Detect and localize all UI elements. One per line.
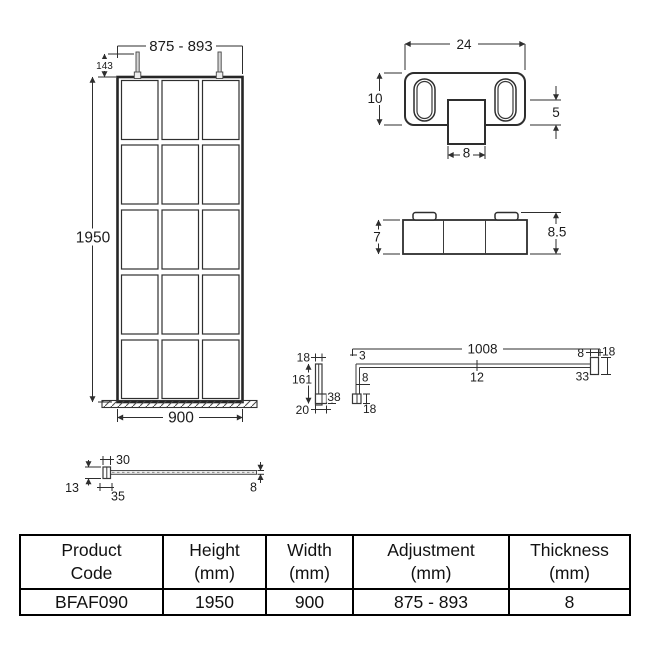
spec-table: Product Code Height (mm) Width (mm) Adju… (19, 534, 631, 616)
dim-end-width: 8 (577, 346, 603, 360)
dim-bar-mid: 12 (470, 360, 484, 385)
bracket-depth-label: 10 (367, 91, 382, 106)
drawing-canvas: 875 - 893 143 1950 900 (65, 36, 616, 504)
bar-mid-label: 12 (470, 371, 484, 385)
dim-end-height: 18 (601, 345, 616, 375)
header-product-code: Product Code (19, 534, 164, 590)
screw-slot-right (494, 78, 517, 122)
dim-side-body-height: 7 (369, 219, 400, 255)
dim-height: 1950 (75, 76, 112, 403)
clamp-depth-label: 13 (65, 481, 79, 495)
clamp-profile (102, 466, 112, 480)
header-product-code-line1: Product (61, 540, 122, 561)
bracket-tab-right (494, 211, 519, 221)
bracket-notch (447, 99, 486, 145)
header-adjustment-line2: (mm) (410, 563, 452, 583)
glass-grid (120, 79, 240, 400)
screw-slot-left (413, 78, 436, 122)
post-height-label: 161 (292, 373, 312, 387)
dim-end-inset: 33 (576, 370, 596, 384)
header-adjustment: Adjustment (mm) (352, 534, 510, 590)
width-label: 900 (168, 410, 194, 427)
support-arm-assembly: 18 161 38 20 (291, 341, 616, 417)
dim-adjustment-width: 875 - 893 (117, 37, 243, 74)
clamp-top-width-label: 30 (116, 453, 130, 467)
post-top-width-label: 18 (297, 351, 311, 365)
clamp-bottom-width-label: 35 (111, 490, 125, 504)
ceiling-pin-left (133, 51, 142, 79)
header-width-line2: (mm) (289, 563, 330, 583)
dim-bar-thickness: 3 (350, 349, 366, 363)
dim-post-top-width: 18 (297, 351, 326, 365)
notch-width-label: 8 (463, 146, 471, 161)
header-height: Height (mm) (162, 534, 267, 590)
bracket-side-body (402, 219, 528, 255)
adjustment-width-label: 875 - 893 (149, 38, 212, 55)
panel-plan-view: 30 13 35 8 (65, 453, 264, 504)
cell-thickness: 8 (508, 588, 631, 616)
side-overall-height-label: 8.5 (548, 225, 567, 240)
notch-drop-label: 5 (552, 105, 560, 120)
dim-clamp-top-width: 30 (100, 453, 130, 467)
dim-glass-thickness: 8 (250, 462, 264, 495)
end-width-label: 8 (577, 346, 584, 360)
wall-bracket-side-view: 7 8.5 (369, 211, 573, 255)
wall-post-profile (314, 363, 328, 406)
header-width: Width (mm) (265, 534, 354, 590)
height-label: 1950 (76, 230, 111, 247)
ceiling-pin-right (215, 51, 224, 79)
dim-clamp-depth: 13 (65, 460, 101, 495)
header-thickness-line1: Thickness (530, 540, 609, 561)
bracket-tab-left (412, 211, 437, 221)
cell-adjustment: 875 - 893 (352, 588, 510, 616)
post-foot-height-label: 38 (327, 390, 341, 404)
dim-post-foot-height: 38 (326, 390, 343, 404)
glass-thickness-label: 8 (250, 481, 257, 495)
header-product-code-line2: Code (70, 563, 113, 583)
header-width-line1: Width (287, 540, 332, 561)
dim-clamp-bottom-width: 35 (97, 483, 125, 504)
cell-width: 900 (265, 588, 354, 616)
dim-bracket-width: 24 (404, 36, 526, 70)
spec-table-header-row: Product Code Height (mm) Width (mm) Adju… (19, 534, 631, 590)
pin-height-label: 143 (96, 61, 113, 72)
dim-leg-foot-height: 18 (363, 393, 377, 416)
bracket-width-label: 24 (456, 37, 472, 52)
dim-notch-drop: 5 (530, 86, 561, 139)
header-height-line2: (mm) (194, 563, 235, 583)
dim-post-height: 161 (291, 363, 313, 404)
post-foot-width-label: 20 (296, 403, 310, 417)
wall-bracket-plan-view: 24 10 5 8 (365, 36, 561, 161)
leg-foot-height-label: 18 (363, 402, 377, 416)
dim-notch-width: 8 (447, 146, 486, 161)
dim-leg-width: 8 (356, 373, 370, 385)
dim-side-overall-height: 8.5 (521, 212, 573, 255)
dim-post-foot-width: 20 (296, 403, 331, 417)
dim-width: 900 (117, 409, 243, 427)
base-rail (101, 399, 258, 409)
leg-width-label: 8 (362, 373, 368, 385)
dim-bar-length: 1008 (352, 341, 601, 357)
cell-height: 1950 (162, 588, 267, 616)
side-body-height-label: 7 (373, 230, 381, 245)
header-thickness-line2: (mm) (549, 563, 590, 583)
bar-length-label: 1008 (467, 342, 497, 357)
end-height-label: 18 (602, 345, 616, 359)
bar-thickness-label: 3 (359, 349, 366, 363)
end-inset-label: 33 (576, 370, 590, 384)
dim-pin-height: 143 (94, 53, 134, 78)
front-elevation-view: 875 - 893 143 1950 900 (75, 37, 258, 427)
header-thickness: Thickness (mm) (508, 534, 631, 590)
header-adjustment-line1: Adjustment (387, 540, 475, 561)
cell-product-code: BFAF090 (19, 588, 164, 616)
dim-bracket-depth: 10 (365, 72, 402, 126)
spec-table-data-row: BFAF090 1950 900 875 - 893 8 (19, 588, 631, 616)
header-height-line1: Height (189, 540, 240, 561)
